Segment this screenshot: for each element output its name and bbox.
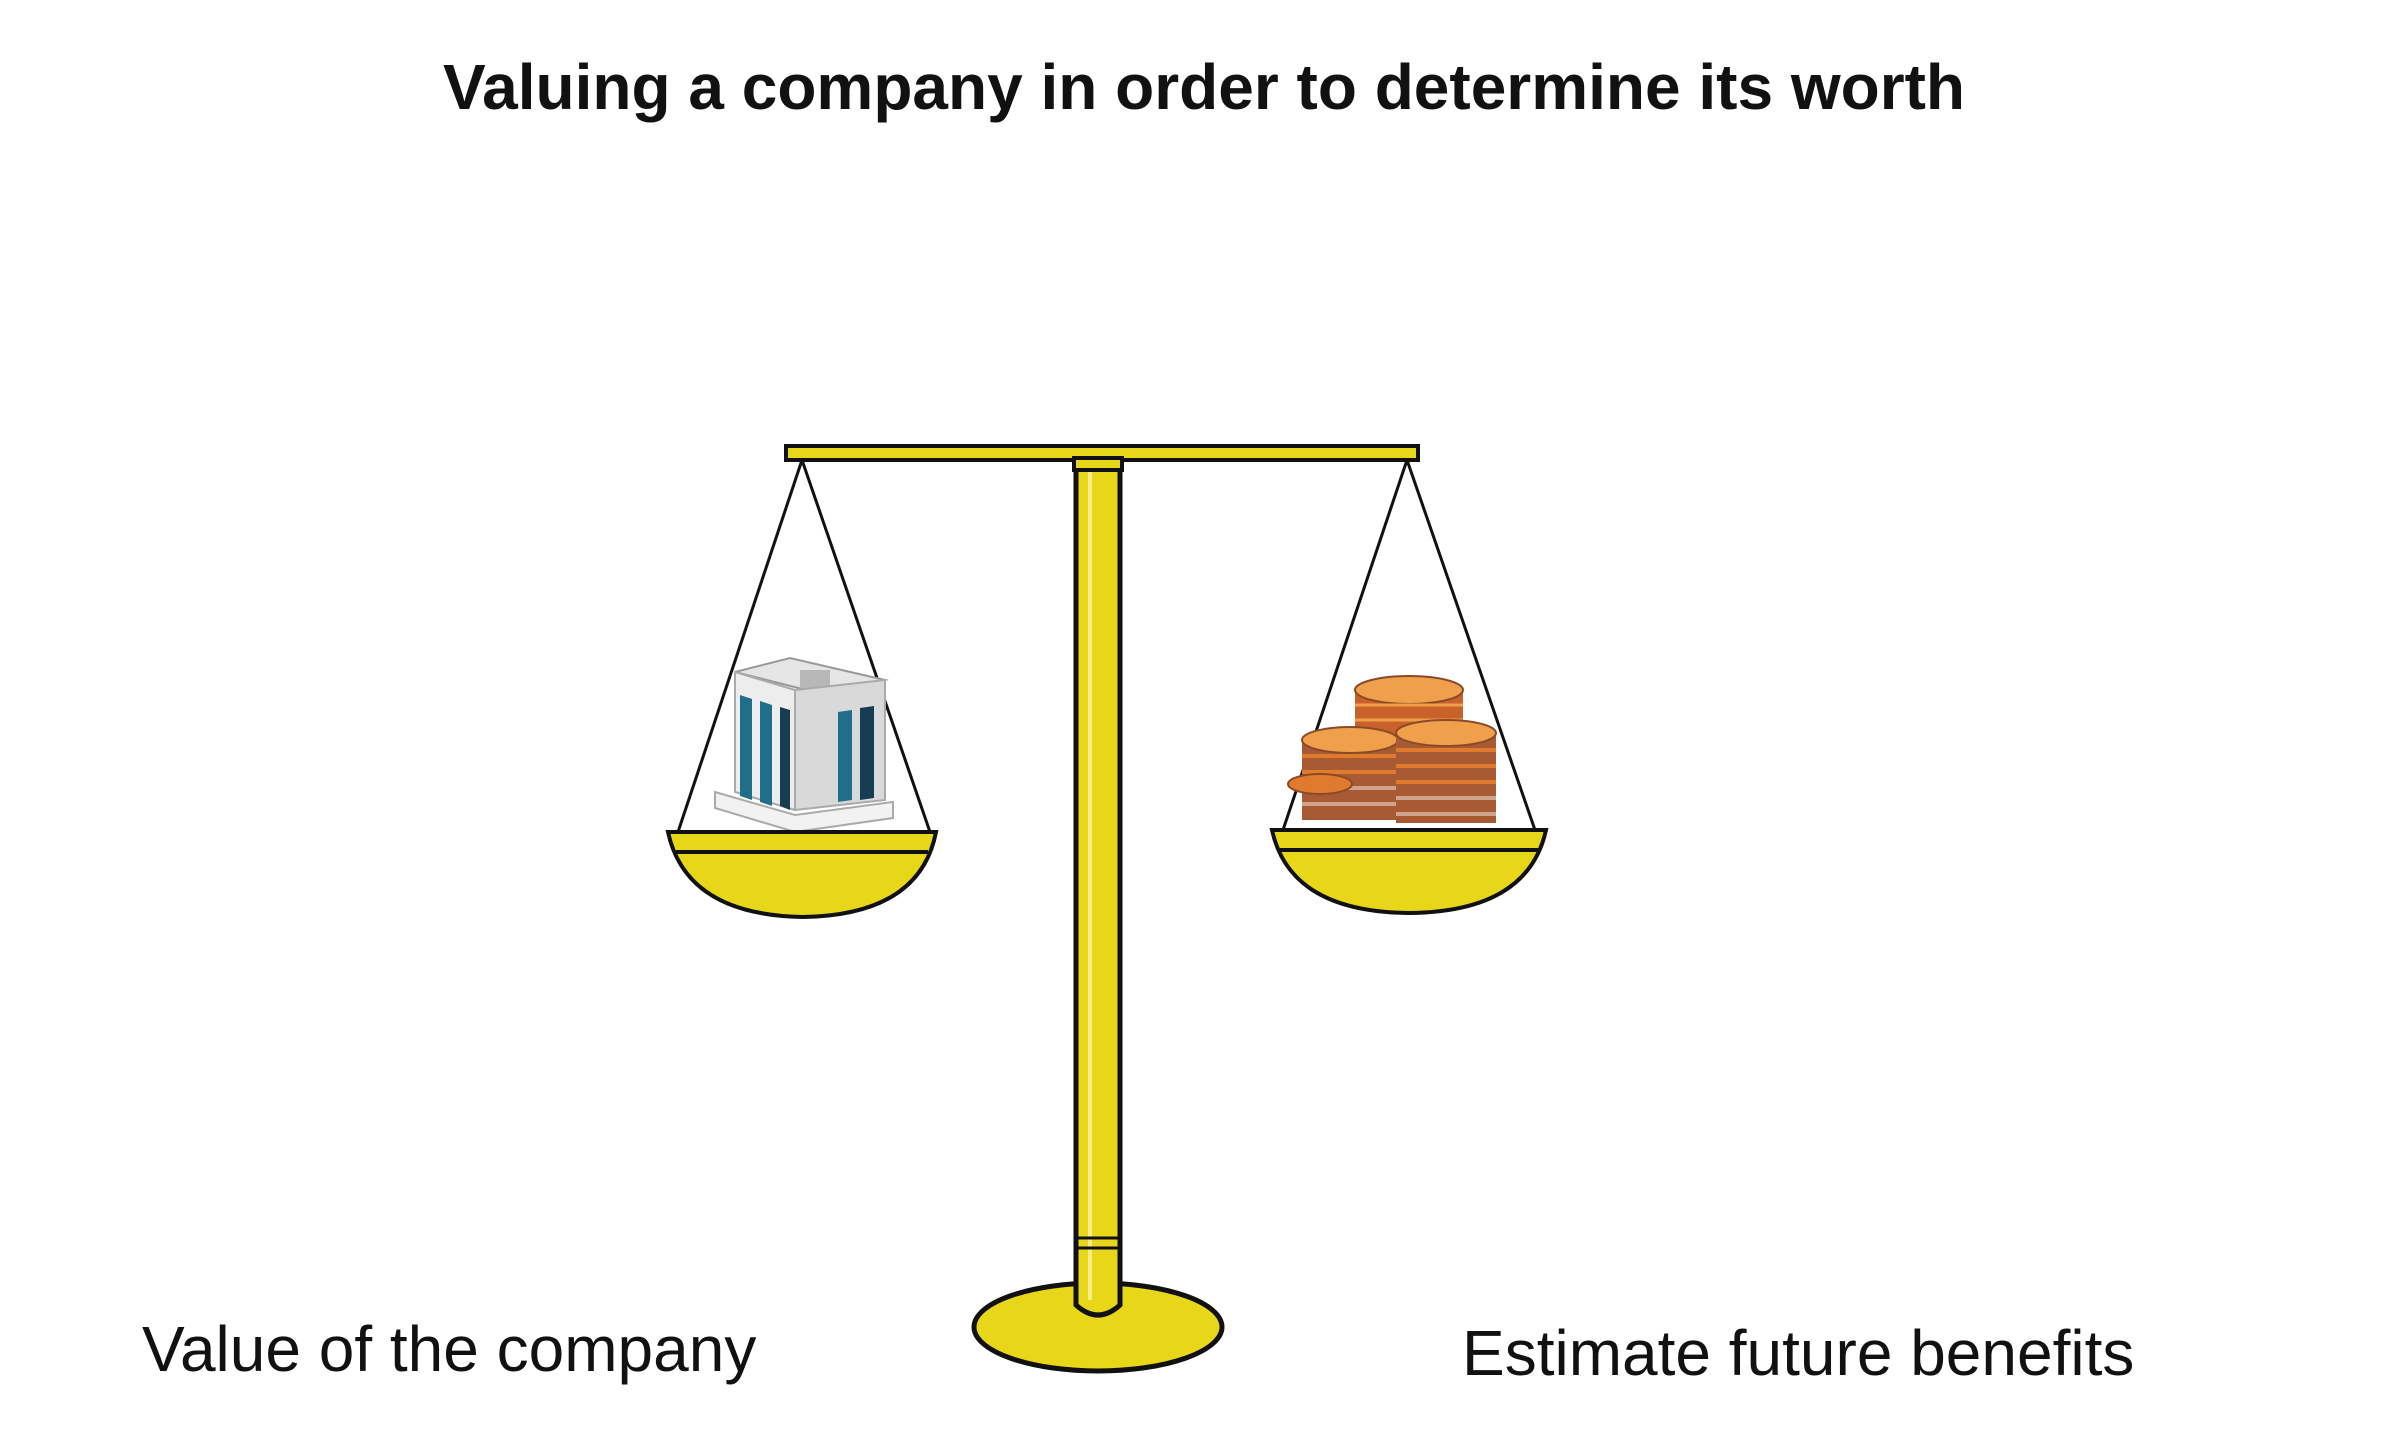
- coin-stacks-icon: [1287, 675, 1497, 823]
- label-estimate-future-benefits: Estimate future benefits: [1462, 1317, 2135, 1389]
- office-building-icon: [714, 656, 894, 834]
- right-pan: [1269, 828, 1549, 916]
- diagram-title: Valuing a company in order to determine …: [442, 51, 1966, 123]
- left-pan-strings: [676, 459, 932, 833]
- left-pan: [665, 830, 939, 920]
- label-value-of-company: Value of the company: [142, 1313, 757, 1385]
- scale-column: [1073, 455, 1123, 1318]
